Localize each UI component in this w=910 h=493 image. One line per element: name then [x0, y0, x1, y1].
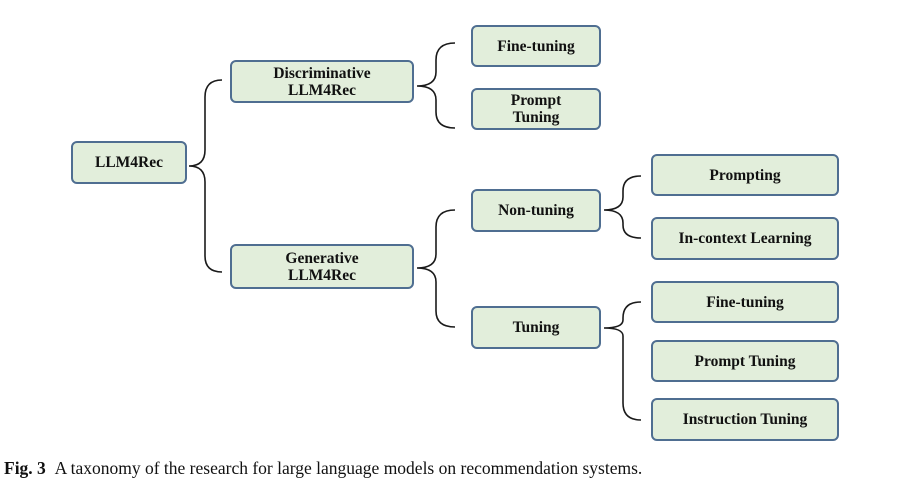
discriminative-label-line1: Discriminative — [273, 64, 371, 82]
generative-label-line1: Generative — [285, 249, 359, 267]
non-tuning-node: Non-tuning — [471, 189, 601, 232]
instruction-tuning-label: Instruction Tuning — [682, 411, 808, 428]
non-tuning-label: Non-tuning — [498, 202, 574, 219]
instruction-tuning-node: Instruction Tuning — [651, 398, 839, 441]
root-node-llm4rec: LLM4Rec — [71, 141, 187, 184]
figure-caption-text: A taxonomy of the research for large lan… — [54, 458, 643, 478]
figure-caption-label: Fig. 3 — [4, 458, 46, 478]
non-tuning-brace — [603, 175, 642, 239]
generative-fine-tuning-node: Fine-tuning — [651, 281, 839, 323]
in-context-learning-label: In-context Learning — [678, 230, 812, 247]
discriminative-fine-tuning-label: Fine-tuning — [497, 37, 575, 55]
in-context-learning-node: In-context Learning — [651, 217, 839, 260]
discriminative-prompt-tuning-line1: Prompt — [510, 92, 562, 109]
generative-label-line2: LLM4Rec — [287, 266, 356, 284]
discriminative-prompt-tuning-node: Prompt Tuning — [471, 88, 601, 130]
generative-llm4rec-node: Generative LLM4Rec — [230, 244, 414, 289]
tuning-label: Tuning — [512, 319, 560, 336]
generative-prompt-tuning-node: Prompt Tuning — [651, 340, 839, 382]
discriminative-prompt-tuning-line2: Tuning — [512, 109, 560, 126]
tuning-node: Tuning — [471, 306, 601, 349]
figure-caption: Fig. 3 A taxonomy of the research for la… — [4, 458, 904, 479]
root-node-label: LLM4Rec — [94, 154, 163, 171]
discriminative-label-line2: LLM4Rec — [287, 81, 356, 99]
tuning-brace — [603, 301, 642, 421]
discriminative-brace — [416, 42, 456, 129]
prompting-label: Prompting — [709, 166, 781, 184]
root-brace — [188, 79, 223, 273]
generative-prompt-tuning-label: Prompt Tuning — [694, 352, 796, 370]
generative-fine-tuning-label: Fine-tuning — [706, 293, 784, 311]
discriminative-fine-tuning-node: Fine-tuning — [471, 25, 601, 67]
prompting-node: Prompting — [651, 154, 839, 196]
generative-brace — [416, 209, 456, 328]
discriminative-llm4rec-node: Discriminative LLM4Rec — [230, 60, 414, 103]
